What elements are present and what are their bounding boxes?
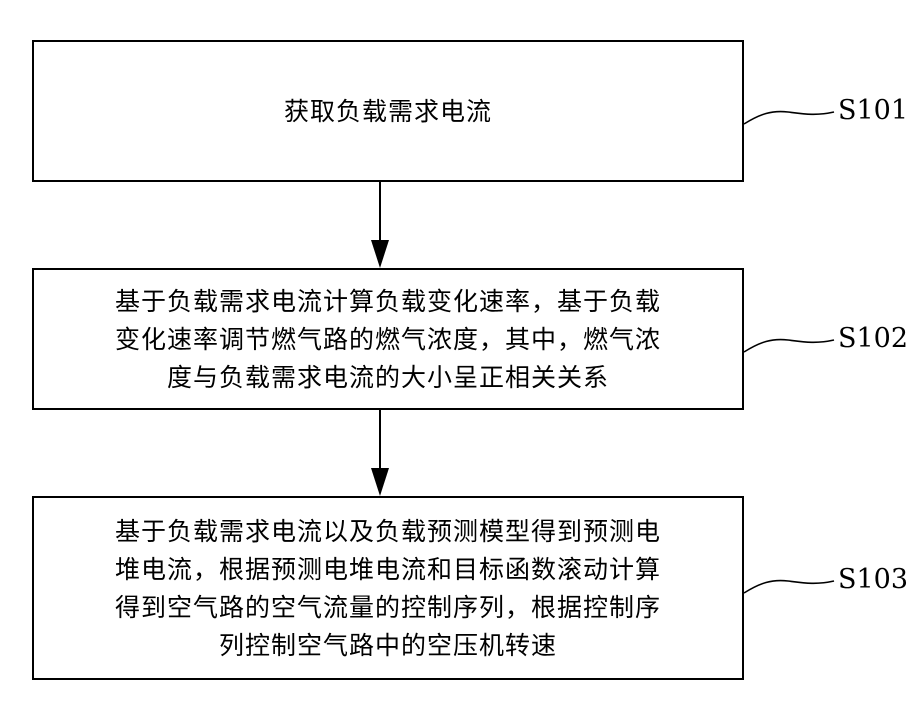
step-text-s103-line-1: 基于负载需求电流以及负载预测模型得到预测电 <box>34 514 742 549</box>
step-text-s102-line-1: 基于负载需求电流计算负载变化速率，基于负载 <box>34 284 742 319</box>
leader-line-s102 <box>744 340 834 353</box>
step-label-s102: S102 <box>838 324 908 354</box>
leader-line-s103 <box>744 581 834 594</box>
leader-line-s101 <box>744 112 834 125</box>
step-text-s103-line-4: 列控制空气路中的空压机转速 <box>34 628 742 663</box>
arrow-s101-to-s102 <box>371 182 389 268</box>
step-label-s101: S101 <box>838 96 908 126</box>
step-text-s101-line-1: 获取负载需求电流 <box>34 94 742 129</box>
step-text-s102-line-3: 度与负载需求电流的大小呈正相关关系 <box>34 360 742 395</box>
step-text-s102-line-2: 变化速率调节燃气路的燃气浓度，其中，燃气浓 <box>34 322 742 357</box>
arrow-s102-to-s103 <box>371 410 389 496</box>
step-box-s103: 基于负载需求电流以及负载预测模型得到预测电 堆电流，根据预测电堆电流和目标函数滚… <box>32 496 744 680</box>
step-box-s101: 获取负载需求电流 <box>32 40 744 182</box>
step-label-s103: S103 <box>838 565 908 595</box>
step-text-s103-line-2: 堆电流，根据预测电堆电流和目标函数滚动计算 <box>34 552 742 587</box>
step-box-s102: 基于负载需求电流计算负载变化速率，基于负载 变化速率调节燃气路的燃气浓度，其中，… <box>32 268 744 410</box>
step-text-s103-line-3: 得到空气路的空气流量的控制序列，根据控制序 <box>34 590 742 625</box>
